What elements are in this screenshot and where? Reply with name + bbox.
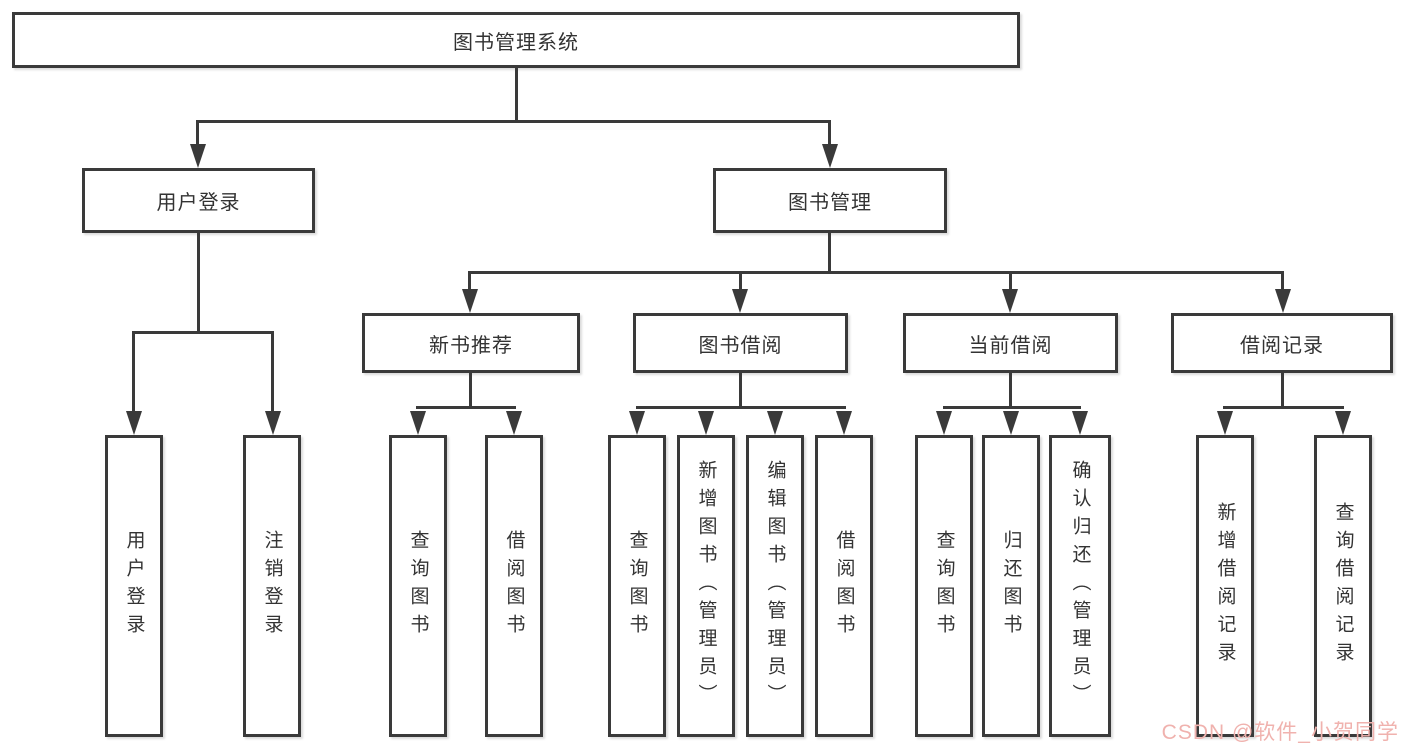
arrow-down-icon <box>836 411 852 435</box>
connector-level1-rail <box>196 120 831 123</box>
leaf-query-books-newbooks: 查询图书 <box>389 435 447 737</box>
connector-current-borrow-stem <box>1009 271 1012 293</box>
connector-current-borrow-down <box>1009 372 1012 409</box>
leaf-borrow-books: 借阅图书 <box>815 435 873 737</box>
node-new-books-label: 新书推荐 <box>429 334 513 357</box>
node-borrow-records-label: 借阅记录 <box>1240 334 1324 357</box>
arrow-down-icon <box>190 144 206 168</box>
leaf-label: 编辑图书（管理员） <box>764 460 786 712</box>
leaf-add-borrow-record: 新增借阅记录 <box>1196 435 1254 737</box>
arrow-down-icon <box>126 411 142 435</box>
leaf-label: 查询图书 <box>626 530 648 642</box>
leaf-label: 借阅图书 <box>833 530 855 642</box>
node-current-borrow-label: 当前借阅 <box>968 334 1053 357</box>
connector-borrow-records-stem <box>1281 271 1284 293</box>
leaf-query-books-current: 查询图书 <box>915 435 973 737</box>
connector-book-borrow-rail <box>636 406 846 409</box>
leaf-label: 确认归还（管理员） <box>1069 460 1091 712</box>
leaf-add-books-admin: 新增图书（管理员） <box>677 435 735 737</box>
connector-borrow-records-rail <box>1223 406 1344 409</box>
leaf-label: 归还图书 <box>1000 530 1022 642</box>
arrow-down-icon <box>767 411 783 435</box>
leaf-query-borrow-record: 查询借阅记录 <box>1314 435 1372 737</box>
node-user-login-label: 用户登录 <box>156 192 241 214</box>
connector-root-stem <box>515 67 518 123</box>
arrow-down-icon <box>698 411 714 435</box>
node-book-borrow: 图书借阅 <box>633 313 848 373</box>
node-user-login: 用户登录 <box>82 168 315 233</box>
arrow-down-icon <box>1003 411 1019 435</box>
connector-current-borrow-rail <box>943 406 1081 409</box>
leaf-edit-books-admin: 编辑图书（管理员） <box>746 435 804 737</box>
connector-user-login-down <box>197 232 200 334</box>
leaf-user-login-label: 用户登录 <box>123 530 145 642</box>
leaf-user-login: 用户登录 <box>105 435 163 737</box>
arrow-down-icon <box>629 411 645 435</box>
leaf-label: 新增借阅记录 <box>1214 502 1236 670</box>
node-book-borrow-label: 图书借阅 <box>698 334 783 357</box>
leaf-logout: 注销登录 <box>243 435 301 737</box>
leaf-logout-label: 注销登录 <box>261 530 283 642</box>
arrow-down-icon <box>265 411 281 435</box>
node-book-management-label: 图书管理 <box>788 192 872 214</box>
leaf-confirm-return-admin: 确认归还（管理员） <box>1049 435 1111 737</box>
leaf-borrow-books-newbooks: 借阅图书 <box>485 435 543 737</box>
connector-new-books-down <box>469 372 472 409</box>
connector-book-mgmt-stem <box>828 120 831 148</box>
node-book-management: 图书管理 <box>713 168 947 233</box>
connector-new-books-stem <box>468 271 471 293</box>
node-root-system: 图书管理系统 <box>12 12 1020 68</box>
connector-book-borrow-stem <box>739 271 742 293</box>
leaf-label: 查询借阅记录 <box>1332 502 1354 670</box>
arrow-down-icon <box>936 411 952 435</box>
leaf-label: 新增图书（管理员） <box>695 460 717 712</box>
connector-level2-rail <box>468 271 1284 274</box>
arrow-down-icon <box>732 289 748 313</box>
connector-book-borrow-down <box>739 372 742 409</box>
leaf-label: 借阅图书 <box>503 530 525 642</box>
connector-leaf-stem <box>271 331 274 413</box>
leaf-query-books-borrow: 查询图书 <box>608 435 666 737</box>
connector-borrow-records-down <box>1281 372 1284 409</box>
connector-user-login-stem <box>196 120 199 148</box>
connector-leaf-stem <box>132 331 135 413</box>
leaf-label: 查询图书 <box>407 530 429 642</box>
node-current-borrow: 当前借阅 <box>903 313 1118 373</box>
arrow-down-icon <box>1072 411 1088 435</box>
arrow-down-icon <box>822 144 838 168</box>
node-new-books: 新书推荐 <box>362 313 580 373</box>
leaf-label: 查询图书 <box>933 530 955 642</box>
arrow-down-icon <box>1275 289 1291 313</box>
arrow-down-icon <box>506 411 522 435</box>
connector-book-mgmt-down <box>828 232 831 274</box>
arrow-down-icon <box>1002 289 1018 313</box>
connector-user-login-rail <box>132 331 274 334</box>
arrow-down-icon <box>462 289 478 313</box>
csdn-watermark: CSDN @软件_小贺同学 <box>1161 721 1399 744</box>
leaf-return-books: 归还图书 <box>982 435 1040 737</box>
node-borrow-records: 借阅记录 <box>1171 313 1393 373</box>
connector-new-books-rail <box>416 406 516 409</box>
arrow-down-icon <box>1217 411 1233 435</box>
arrow-down-icon <box>410 411 426 435</box>
node-root-label: 图书管理系统 <box>453 31 579 54</box>
arrow-down-icon <box>1335 411 1351 435</box>
